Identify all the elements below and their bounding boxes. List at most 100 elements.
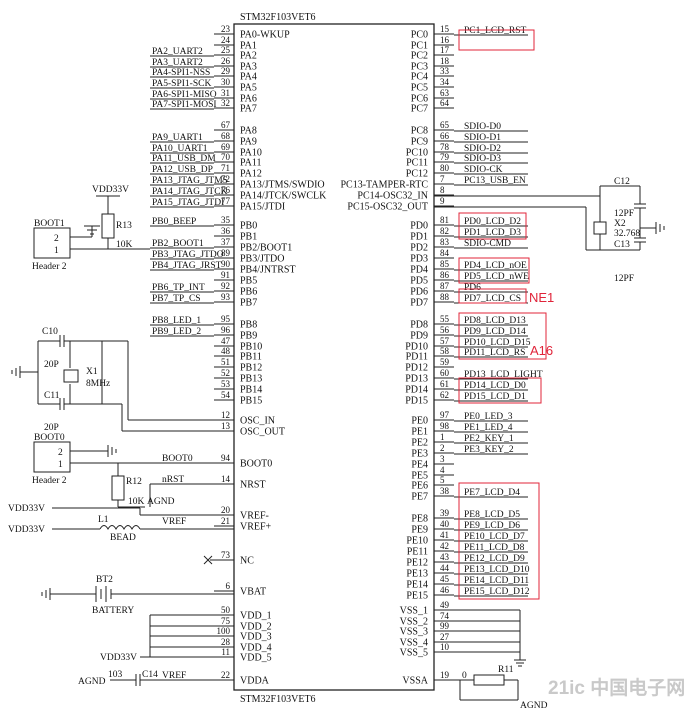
pin-number: 71 xyxy=(221,163,230,173)
net-label: PD15_LCD_D1 xyxy=(464,392,526,402)
pin-number: 58 xyxy=(440,346,450,356)
pin-number: 60 xyxy=(440,368,450,378)
net-label: PE10_LCD_D7 xyxy=(464,532,525,542)
net-label: PD13_LCD_LIGHT xyxy=(464,370,543,380)
pin-name: PA3 xyxy=(240,62,257,73)
pin-name: PD6 xyxy=(410,287,428,298)
pin-number: 70 xyxy=(221,152,231,162)
pin-number: 29 xyxy=(221,66,231,76)
pin-name: VDD_1 xyxy=(240,611,272,622)
boot1-pin1: 1 xyxy=(54,246,59,256)
pin-name: PC7 xyxy=(411,104,428,115)
boot1-type: Header 2 xyxy=(32,262,67,272)
pin-number: 40 xyxy=(440,519,450,529)
c12-ref: C12 xyxy=(614,177,630,187)
pin-number: 43 xyxy=(440,552,450,562)
pin-name: PD4 xyxy=(410,265,428,276)
pin-name: PD14 xyxy=(405,385,428,396)
pin-name: VDD_4 xyxy=(240,643,272,654)
pin-name: PA6 xyxy=(240,94,257,105)
net-label: PE1_LED_4 xyxy=(464,423,513,433)
pin-name: PD10 xyxy=(405,342,428,353)
pin-number: 5 xyxy=(440,475,445,485)
x1-ref: X1 xyxy=(86,367,98,377)
pin-number: 20 xyxy=(221,505,231,515)
pin-name: BOOT0 xyxy=(240,459,272,470)
pin-number: 75 xyxy=(221,616,231,626)
c10-ref: C10 xyxy=(42,327,58,337)
pin-number: 85 xyxy=(440,259,450,269)
net-label: PD0_LCD_D2 xyxy=(464,217,521,227)
net-label: SDIO-D1 xyxy=(464,133,501,143)
pin-number: 2 xyxy=(440,443,445,453)
pin-name: PE7 xyxy=(411,492,428,503)
pin-number: 84 xyxy=(440,248,450,258)
net-label: PE0_LED_3 xyxy=(464,412,513,422)
pin-name: PE11 xyxy=(407,547,428,558)
pin-name: PB2/BOOT1 xyxy=(240,243,292,254)
net-label: SDIO-CMD xyxy=(464,239,511,249)
highlight-pe7-pe15 xyxy=(458,482,540,600)
bt2-ref: BT2 xyxy=(96,575,113,585)
pin-name: PC8 xyxy=(411,126,428,137)
net-label: VREF xyxy=(162,517,186,527)
pin-number: 61 xyxy=(440,379,449,389)
pin-number: 44 xyxy=(440,563,450,573)
c14-ref: C14 xyxy=(142,670,158,680)
pin-number: 82 xyxy=(440,226,449,236)
pin-name: PA15/JTDI xyxy=(240,202,285,213)
pin-number: 76 xyxy=(221,185,231,195)
pin-name: PD5 xyxy=(410,276,428,287)
pin-name: PC3 xyxy=(411,62,428,73)
pin-name: NC xyxy=(240,556,254,567)
net-label: PC13_USB_EN xyxy=(464,176,526,186)
net-label: PD5_LCD_nWE xyxy=(464,272,529,282)
pin-name: PA2 xyxy=(240,51,257,62)
net-label: PA12_USB_DP xyxy=(152,165,213,175)
pin-name: PD7 xyxy=(410,298,428,309)
pin-name: PA8 xyxy=(240,126,257,137)
x2-crystal xyxy=(593,221,607,235)
net-label: PA7-SPI1-MOSI xyxy=(152,100,217,110)
net-label: SDIO-D3 xyxy=(464,154,501,164)
pin-number: 36 xyxy=(221,226,231,236)
pin-name: PA0-WKUP xyxy=(240,30,290,41)
pin-number: 94 xyxy=(221,453,231,463)
net-label: PE7_LCD_D4 xyxy=(464,488,520,498)
highlight-pd7-lcd-cs xyxy=(458,288,527,304)
highlight-pd14-pd15 xyxy=(458,377,542,404)
net-label: PA6-SPI1-MISO xyxy=(152,90,217,100)
net-label: VREF xyxy=(162,671,186,681)
pin-number: 52 xyxy=(221,368,230,378)
pin-name: PD9 xyxy=(410,331,428,342)
pin-name: VSS_4 xyxy=(400,638,428,649)
net-label: PD11_LCD_RS xyxy=(464,348,525,358)
net-label: PE9_LCD_D6 xyxy=(464,521,520,531)
left-pin-group: 23PA0-WKUP24PA125PA2PA2_UART226PA3PA3_UA… xyxy=(150,24,327,687)
x2-value: 32.768 xyxy=(614,229,640,239)
net-label: PD8_LCD_D13 xyxy=(464,316,526,326)
pin-number: 9 xyxy=(440,196,445,206)
agnd-label-2: AGND xyxy=(78,677,106,687)
highlight-boxes xyxy=(458,29,547,600)
r13-ref: R13 xyxy=(116,221,132,231)
boot1-ref: BOOT1 xyxy=(34,219,65,229)
pin-name: PA14/JTCK/SWCLK xyxy=(240,191,327,202)
pin-name: OSC_IN xyxy=(240,416,275,427)
